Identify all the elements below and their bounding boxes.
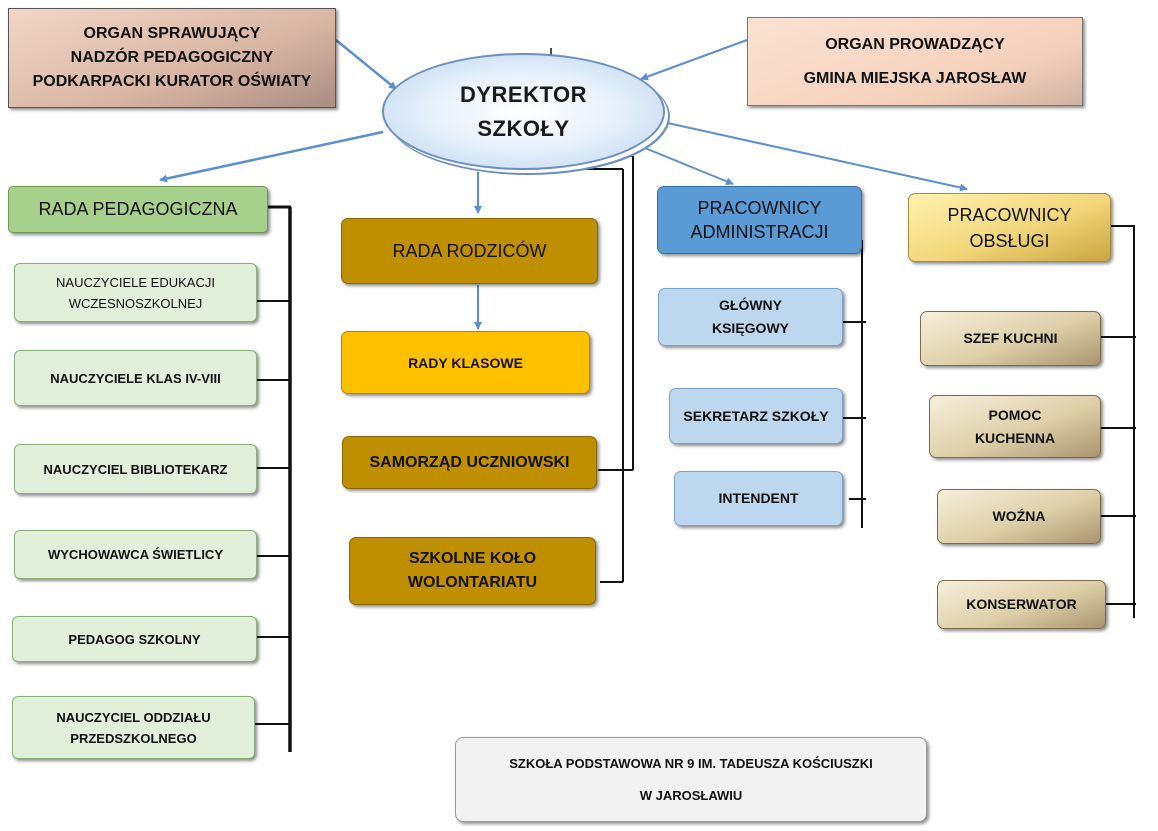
teacher-line2: WCZESNOSZKOLNEJ	[68, 295, 203, 311]
teacher-box-wychowawca-swietlicy: WYCHOWAWCA ŚWIETLICY	[14, 530, 257, 579]
bracket-dyrektor-samorzad	[563, 155, 634, 583]
admin-item-line1: INTENDENT	[718, 490, 799, 506]
teacher-line1: WYCHOWAWCA ŚWIETLICY	[47, 547, 223, 562]
teacher-line1: PEDAGOG SZKOLNY	[68, 631, 201, 647]
organ-nadzor-line2: NADZÓR PEDAGOGICZNY	[70, 49, 274, 66]
admin-item-line2: KSIĘGOWY	[711, 320, 789, 336]
obsluga-item-line1: POMOC	[988, 406, 1042, 423]
obsluga-line1: PRACOWNICY	[947, 204, 1072, 225]
dyrektor-szkoly: DYREKTOR SZKOŁY	[382, 53, 665, 170]
bracket-rada-pedagogiczna	[255, 205, 292, 752]
obsluga-item-line2: KUCHENNA	[974, 429, 1056, 446]
teacher-box-pedagog-szkolny: PEDAGOG SZKOLNY	[12, 616, 257, 662]
teacher-line1: NAUCZYCIEL BIBLIOTEKARZ	[43, 461, 228, 477]
rada-pedagogiczna-title: RADA PEDAGOGICZNA	[38, 199, 238, 219]
rady-klasowe: RADY KLASOWE	[341, 331, 590, 394]
school-name-box: SZKOŁA PODSTAWOWA NR 9 IM. TADEUSZA KOŚC…	[455, 737, 927, 822]
rady-klasowe-title: RADY KLASOWE	[408, 354, 523, 371]
obsluga-item-line1: KONSERWATOR	[966, 596, 1077, 612]
obsluga-item-line1: SZEF KUCHNI	[963, 330, 1058, 346]
admin-item-intendent: INTENDENT	[674, 471, 843, 526]
bracket-administracja	[843, 240, 866, 528]
szkolne-kolo-wolontariatu: SZKOLNE KOŁO WOLONTARIATU	[349, 537, 596, 605]
pracownicy-administracji: PRACOWNICY ADMINISTRACJI	[657, 186, 862, 254]
arrow-prowadzacy-to-dyrektor	[640, 39, 748, 81]
organ-prowadzacy: ORGAN PROWADZĄCY GMINA MIEJSKA JAROSŁAW	[747, 17, 1083, 106]
teacher-line1: NAUCZYCIELE EDUKACJI	[56, 274, 215, 290]
admin-item-glowny-ksiegowy: GŁÓWNY KSIĘGOWY	[658, 288, 843, 346]
teacher-box-oddzial-przedszkolny: NAUCZYCIEL ODDZIAŁU PRZEDSZKOLNEGO	[12, 696, 255, 759]
teacher-box-bibliotekarz: NAUCZYCIEL BIBLIOTEKARZ	[14, 444, 257, 494]
obsluga-item-konserwator: KONSERWATOR	[937, 580, 1106, 629]
samorzad-uczniowski: SAMORZĄD UCZNIOWSKI	[342, 436, 597, 489]
organ-nadzor-line1: ORGAN SPRAWUJĄCY	[83, 25, 261, 42]
organ-nadzor-line3: PODKARPACKI KURATOR OŚWIATY	[32, 73, 312, 90]
obsluga-item-szef-kuchni: SZEF KUCHNI	[920, 311, 1101, 366]
arrow-to-administracja	[639, 145, 734, 186]
samorzad-title: SAMORZĄD UCZNIOWSKI	[369, 453, 570, 471]
dyrektor-line1: DYREKTOR	[459, 81, 588, 107]
admin-item-line1: GŁÓWNY	[719, 297, 782, 313]
teacher-box-edukacja-wczesnoszkolna: NAUCZYCIELE EDUKACJI WCZESNOSZKOLNEJ	[14, 263, 257, 322]
organ-prowadzacy-line2: GMINA MIEJSKA JAROSŁAW	[803, 69, 1027, 87]
arrow-nadzor-to-dyrektor	[335, 39, 397, 90]
admin-item-sekretarz-szkoly: SEKRETARZ SZKOŁY	[669, 388, 843, 444]
bracket-obsluga	[1101, 225, 1136, 618]
pracownicy-obslugi: PRACOWNICY OBSŁUGI	[908, 193, 1111, 262]
obsluga-item-pomoc-kuchenna: POMOC KUCHENNA	[929, 395, 1101, 458]
admin-line2: ADMINISTRACJI	[690, 222, 829, 242]
arrow-to-obsluga	[662, 121, 968, 192]
obsluga-item-wozna: WOŹNA	[937, 489, 1101, 544]
teacher-line1: NAUCZYCIEL ODDZIAŁU	[56, 709, 211, 725]
organ-prowadzacy-line1: ORGAN PROWADZĄCY	[825, 35, 1005, 53]
kolo-line1: SZKOLNE KOŁO	[408, 550, 537, 567]
admin-line1: PRACOWNICY	[697, 198, 822, 218]
teacher-line1: NAUCZYCIELE KLAS IV-VIII	[50, 370, 221, 386]
obsluga-item-line1: WOŹNA	[992, 508, 1046, 524]
school-name-line1: SZKOŁA PODSTAWOWA NR 9 IM. TADEUSZA KOŚC…	[509, 755, 873, 771]
organ-nadzor-pedagogiczny: ORGAN SPRAWUJĄCY NADZÓR PEDAGOGICZNY POD…	[8, 8, 336, 108]
obsluga-line2: OBSŁUGI	[969, 230, 1050, 251]
rada-rodzicow-title: RADA RODZICÓW	[392, 240, 547, 261]
school-name-line2: W JAROSŁAWIU	[639, 787, 743, 803]
admin-item-line1: SEKRETARZ SZKOŁY	[683, 407, 829, 424]
arrow-to-rada-pedagogiczna	[159, 130, 384, 183]
teacher-line2: PRZEDSZKOLNEGO	[70, 730, 197, 746]
teacher-box-klasy-iv-viii: NAUCZYCIELE KLAS IV-VIII	[14, 350, 257, 406]
rada-pedagogiczna: RADA PEDAGOGICZNA	[8, 186, 268, 233]
kolo-line2: WOLONTARIATU	[407, 574, 538, 591]
dyrektor-line2: SZKOŁY	[477, 115, 570, 141]
rada-rodzicow: RADA RODZICÓW	[341, 218, 598, 284]
